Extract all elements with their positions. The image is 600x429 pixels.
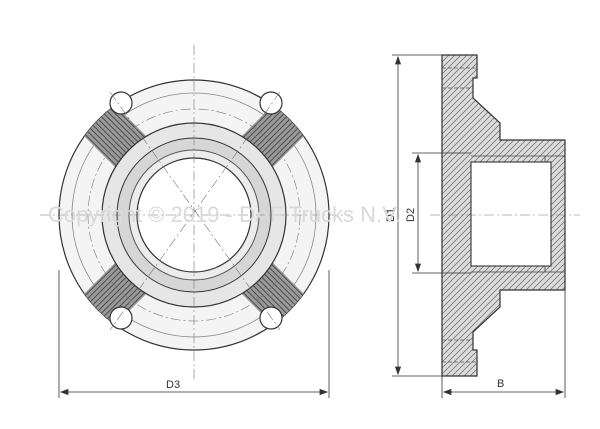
bolt-hole-top-left [109, 91, 133, 115]
section-hatch-line [442, 55, 565, 376]
side-bore [470, 161, 552, 267]
bolt-hole-top-right [259, 91, 283, 115]
b-label: B [497, 378, 504, 390]
section-hatch-line [442, 55, 565, 376]
section-hatch-line [442, 55, 515, 376]
d1-dimension [392, 54, 442, 377]
section-hatch-line [568, 50, 600, 380]
front-centre-lines [40, 45, 350, 380]
section-hatch-line [442, 55, 565, 376]
section-hatch-line [442, 55, 565, 376]
hidden-bolt-lines [442, 67, 477, 363]
section-hatch-line [442, 55, 565, 376]
section-hatch-line [586, 50, 600, 380]
bolt-hole-bottom-right [259, 306, 283, 330]
d2-label: D2 [405, 208, 417, 222]
copyright-watermark: Copyright © 2019 - DAF Trucks N.V. [48, 202, 401, 227]
front-view: D3 [40, 45, 350, 398]
section-hatch-line [442, 55, 527, 376]
d3-dimension [58, 270, 330, 398]
d2-dimension [412, 152, 471, 274]
d1-label: D1 [385, 208, 397, 222]
section-hatch-line [561, 55, 565, 376]
section-hatch-line [580, 50, 600, 380]
section-hatch-line [442, 55, 533, 376]
section-hatch-line [442, 55, 509, 376]
b-dimension [441, 290, 566, 398]
section-hatch-line [442, 55, 521, 376]
d3-label: D3 [166, 379, 180, 391]
thread-lines [471, 155, 565, 273]
section-hatch-line [442, 55, 503, 376]
bolt-hole-bottom-left [109, 306, 133, 330]
section-hatch-line [592, 50, 600, 380]
